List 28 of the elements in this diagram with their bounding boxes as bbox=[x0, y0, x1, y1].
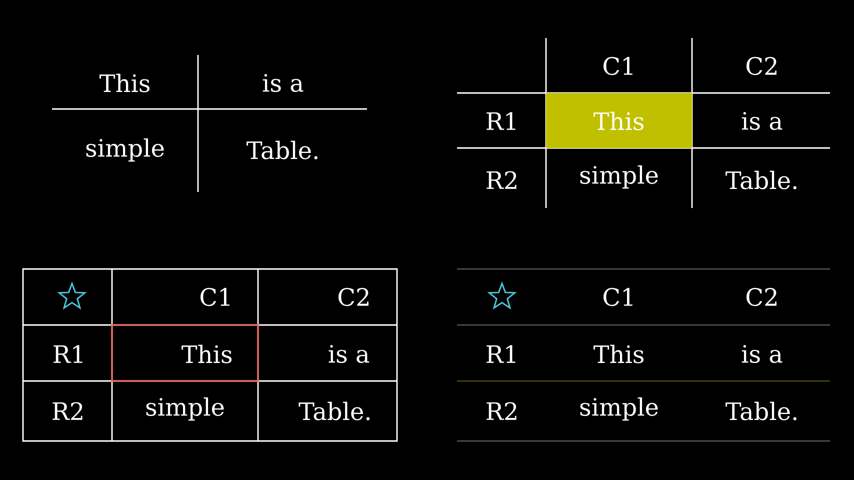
cell-text: simple bbox=[580, 397, 658, 421]
cell-text: This bbox=[594, 344, 644, 364]
row-label: R1 bbox=[486, 112, 516, 130]
cell-text: is a bbox=[742, 345, 782, 363]
column-header: C2 bbox=[746, 56, 776, 76]
cell-text: is a bbox=[262, 74, 304, 92]
cell-text: Table. bbox=[246, 140, 318, 160]
column-header: C2 bbox=[746, 288, 776, 306]
column-header: C2 bbox=[338, 288, 368, 306]
highlighted-cell: This bbox=[546, 93, 692, 148]
cell-text: Table. bbox=[726, 402, 796, 420]
cell-text: Table. bbox=[726, 170, 796, 190]
cell-text: is a bbox=[328, 345, 370, 363]
row-label: R2 bbox=[486, 402, 516, 420]
cell-text: This bbox=[100, 74, 150, 92]
column-header: C1 bbox=[604, 56, 632, 76]
cell-text: simple bbox=[580, 165, 658, 189]
outlined-cell: This bbox=[111, 324, 259, 382]
row-label: R1 bbox=[54, 345, 82, 363]
column-header: C1 bbox=[200, 288, 230, 306]
row-label: R2 bbox=[486, 171, 516, 189]
cell-text: simple bbox=[146, 397, 224, 421]
cell-text: simple bbox=[86, 138, 164, 162]
row-label: R2 bbox=[52, 402, 82, 420]
cell-text: is a bbox=[742, 112, 782, 130]
cell-text: Table. bbox=[298, 402, 370, 420]
row-label: R1 bbox=[486, 345, 516, 363]
column-header: C1 bbox=[604, 288, 632, 306]
